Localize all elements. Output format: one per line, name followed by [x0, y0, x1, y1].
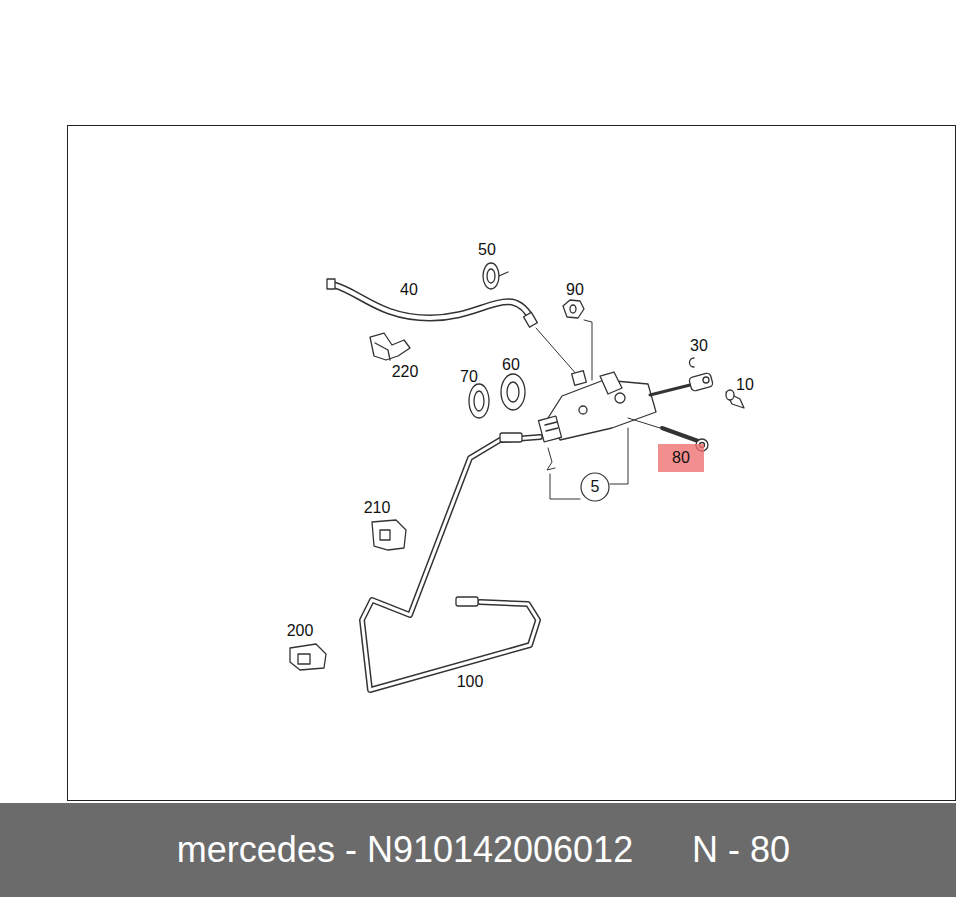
circle-shape [581, 473, 609, 501]
callout-number: 40 [400, 282, 418, 298]
callout-number: 220 [392, 364, 419, 380]
frame [68, 126, 956, 801]
callout-number: 210 [364, 500, 391, 516]
callout-number: 70 [460, 369, 478, 385]
callout-number: 200 [287, 623, 314, 639]
callout-number: 10 [736, 377, 754, 393]
callout-number: 30 [690, 338, 708, 354]
footer-text: mercedes - N910142006012 [177, 832, 633, 868]
callout-circle: 5 [580, 472, 610, 502]
footer-band: mercedes - N910142006012 N - 80 [0, 803, 956, 897]
callout-number: 60 [502, 357, 520, 373]
footer-text: N - 80 [692, 832, 790, 868]
callout-number: 90 [566, 282, 584, 298]
highlighted-callout: 80 [658, 444, 704, 472]
callout-number: 50 [478, 242, 496, 258]
callout-number: 5 [591, 479, 600, 495]
callout-number: 80 [672, 450, 690, 466]
callout-number: 100 [457, 674, 484, 690]
